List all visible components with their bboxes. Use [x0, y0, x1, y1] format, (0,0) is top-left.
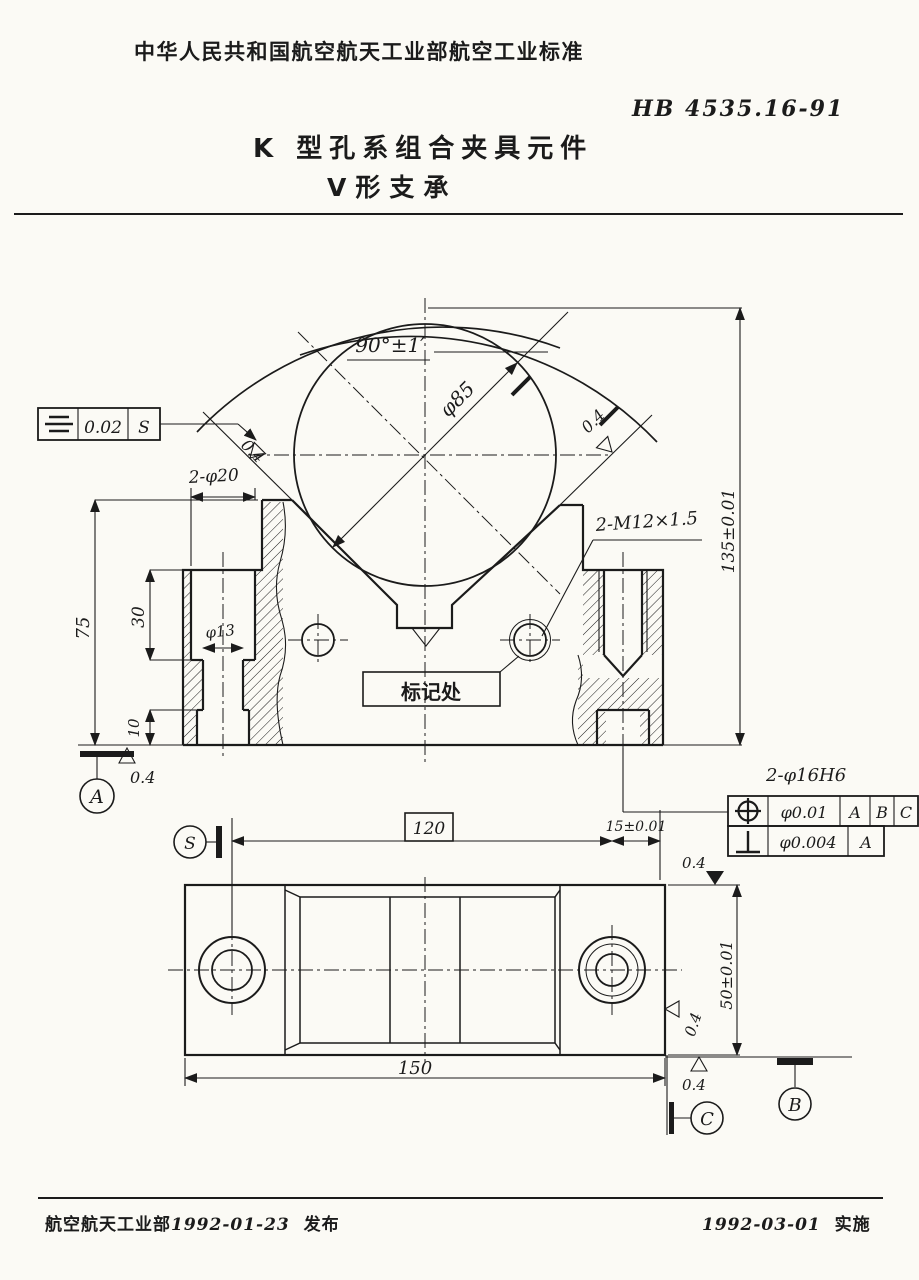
roughness-top-edge: 0.4: [682, 854, 706, 872]
center-lines-bottom: [168, 877, 682, 1063]
datum-target-bar-c: [669, 1102, 674, 1134]
front-thin-lines: [202, 411, 653, 746]
fcf-position-tol: φ0.01: [781, 803, 828, 822]
footer-issue-label: 发布: [303, 1215, 340, 1235]
datum-s-label: S: [184, 834, 196, 854]
roughness-right-edge: 0.4: [681, 1010, 705, 1038]
symmetry-tolerance-frame: [37, 407, 257, 441]
envelope-arcs: [196, 326, 658, 443]
standard-number: HB 4535.16-91: [632, 96, 845, 122]
datum-circle-b: [778, 1087, 812, 1121]
roughness-left: 0.4: [237, 435, 268, 466]
height135-dim: 135±0.01: [719, 489, 739, 574]
symmetry-icon: [45, 415, 73, 433]
position-symbol-icon: [735, 798, 761, 824]
datum-target-bar-s: [216, 826, 222, 858]
bottom-view: [168, 877, 682, 1063]
footer-issue: 航空航天工业部1992-01-23 发布: [45, 1210, 340, 1235]
fcf-position-datum3: C: [900, 803, 912, 822]
perpendicularity-symbol-icon: [736, 831, 760, 854]
dim50: 50±0.01: [717, 940, 736, 1009]
counterbore-dim: 2-φ20: [187, 465, 239, 488]
dia85-dim: φ85: [435, 377, 480, 422]
fcf-position-datum2: B: [875, 803, 888, 822]
footer-divider: [38, 1197, 883, 1199]
dim120: 120: [413, 819, 446, 839]
h10-dim: 10: [125, 718, 143, 738]
standard-org-line: 中华人民共和国航空航天工业部航空工业标准: [134, 40, 584, 64]
footer-issue-date: 1992-01-23: [171, 1215, 290, 1235]
bushing-callout: [622, 748, 919, 857]
datum-a-label: A: [88, 786, 104, 808]
footer-impl-label: 实施: [834, 1215, 871, 1235]
datum-target-bar-b: [777, 1058, 813, 1065]
roughness-right: 0.4: [577, 405, 608, 436]
roughness-mark-right-edge: [663, 1000, 680, 1018]
dim150: 150: [398, 1058, 432, 1079]
mark-area-label: 标记处: [401, 680, 462, 704]
datum-circle-c: [690, 1101, 724, 1135]
roughness-mark-right-slope: [595, 435, 613, 453]
roughness-mark-bottom-edge: [690, 1055, 708, 1072]
h30-dim: 30: [129, 606, 149, 628]
datum-target-bar-a: [80, 751, 134, 757]
d13-dim: φ13: [205, 621, 236, 642]
footer-issuer: 航空航天工业部: [45, 1215, 171, 1235]
datum-c-label: C: [700, 1109, 714, 1130]
datum-circle-a: [79, 778, 115, 814]
symmetry-tol-datum: S: [138, 418, 150, 438]
roughness-mark-left-slope: [249, 441, 267, 459]
front-view: [181, 298, 665, 762]
footer-implementation: 1992-03-01 实施: [702, 1210, 871, 1235]
front-outline: [181, 498, 665, 747]
header-divider: [14, 213, 903, 215]
fcf-perp-tol: φ0.004: [779, 833, 836, 852]
angle-dim: 90°±1′: [355, 333, 425, 357]
break-line-left: [275, 501, 287, 746]
h75-dim: 75: [73, 617, 94, 640]
mark-area-box: [362, 671, 501, 707]
roughness-mark-base: [118, 746, 136, 764]
roughness-bottom-edge: 0.4: [682, 1076, 706, 1094]
datum-b-label: B: [787, 1095, 801, 1116]
roughness-mark-top-edge: [706, 871, 724, 885]
symmetry-tol-value: 0.02: [84, 418, 122, 438]
bushing-holes-dim: 2-φ16H6: [765, 765, 846, 786]
break-line-right: [571, 654, 583, 746]
doc-title-line2: V形支承: [327, 173, 458, 202]
footer-impl-date: 1992-03-01: [702, 1215, 821, 1235]
fcf-perp-datum1: A: [858, 833, 872, 852]
thread-dim: 2-M12×1.5: [594, 508, 699, 536]
front-dimensions: [37, 306, 919, 857]
basic-dim-box: [404, 812, 454, 842]
roughness-base: 0.4: [130, 768, 155, 787]
dim15: 15±0.01: [606, 819, 667, 835]
drawing-labels: 90°±1′ φ85 0.4 0.4 2-φ20 2-M12×1.5 135±0…: [73, 333, 912, 1130]
bottom-dimensions: [173, 810, 852, 1135]
fcf-position-datum1: A: [847, 803, 861, 822]
doc-title-line1: K 型孔系组合夹具元件: [253, 134, 594, 164]
